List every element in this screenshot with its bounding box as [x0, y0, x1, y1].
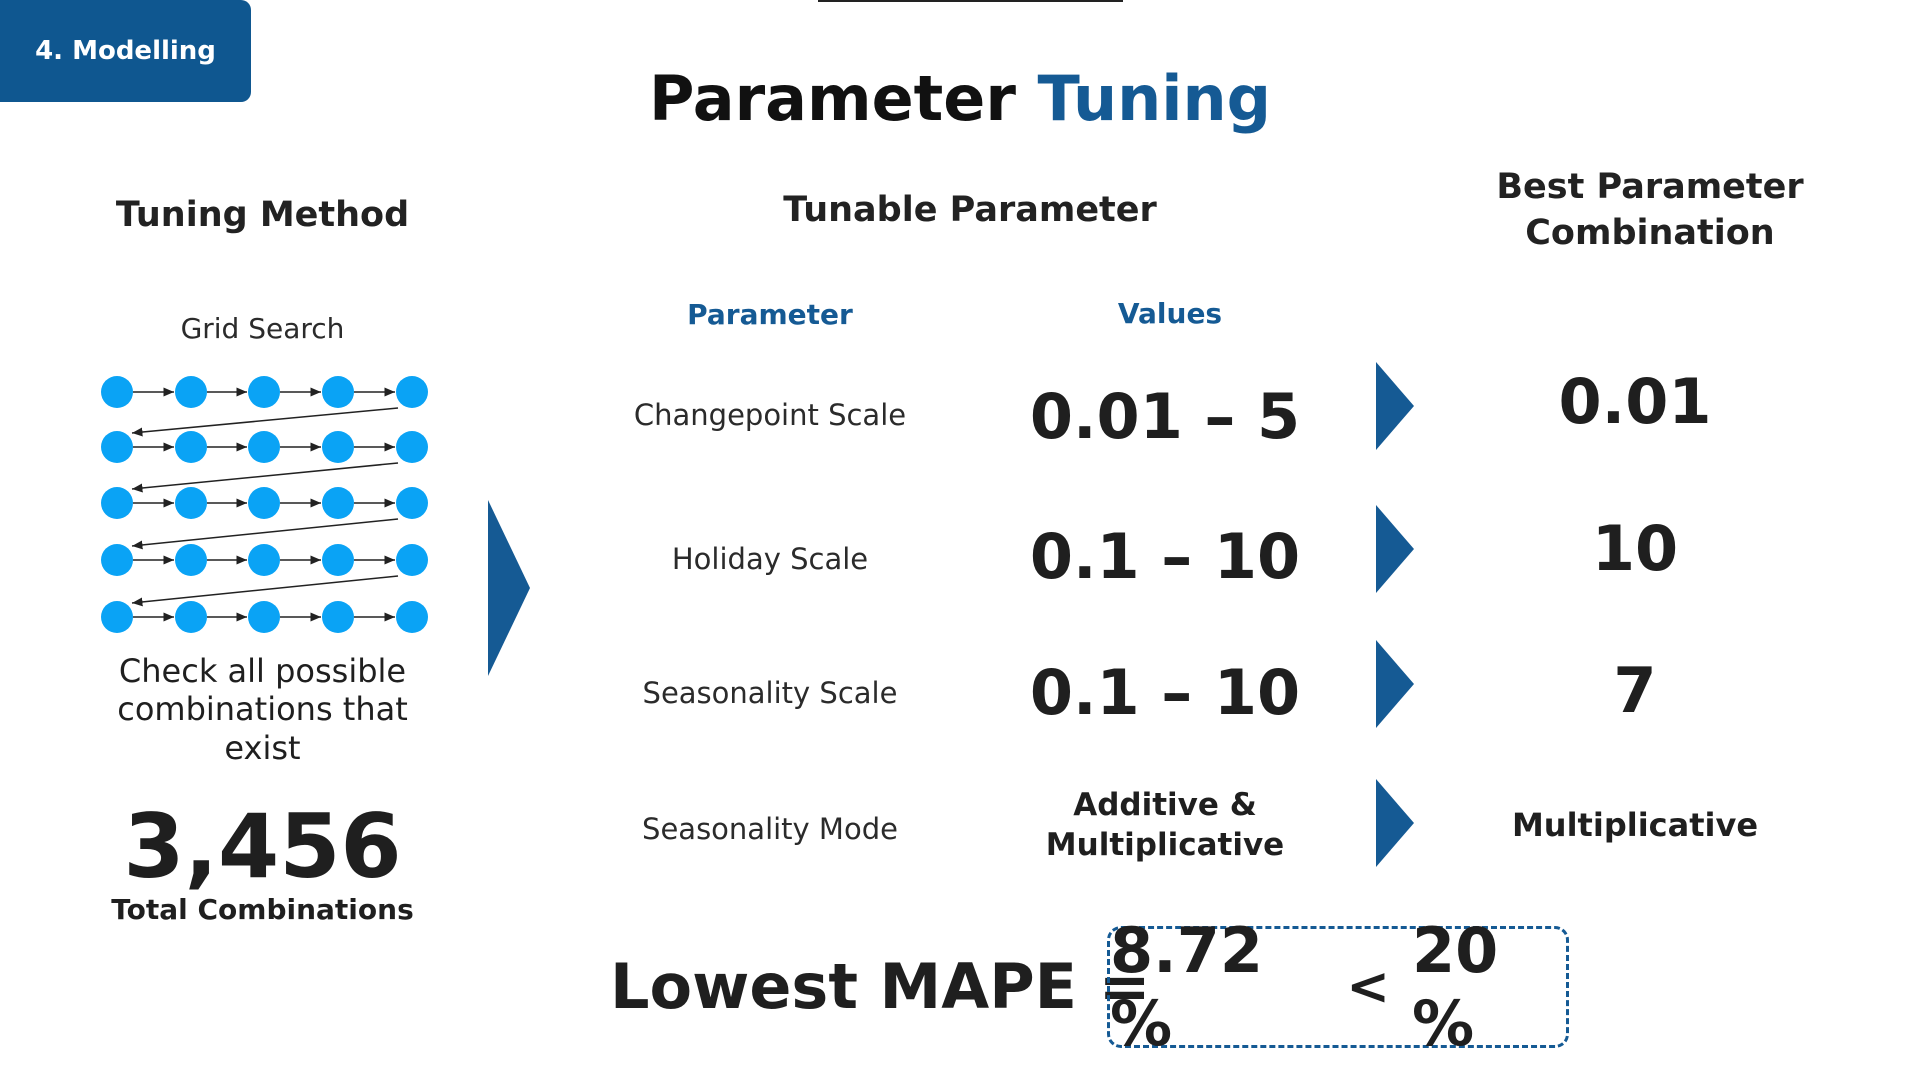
grid-return-arrow: [131, 575, 399, 607]
less-than-symbol: <: [1346, 957, 1390, 1017]
mape-threshold: 20 %: [1412, 914, 1499, 1060]
mape-value: 8.72 %: [1110, 914, 1263, 1060]
grid-dot: [322, 487, 354, 519]
grid-dot: [248, 487, 280, 519]
grid-return-arrow: [131, 407, 399, 437]
page-title-part1: Parameter: [648, 62, 1016, 135]
parameter-values: Additive & Multiplicative: [1045, 787, 1285, 863]
grid-dot: [248, 376, 280, 408]
tunable-parameter-heading: Tunable Parameter: [783, 190, 1157, 230]
grid-dot: [396, 544, 428, 576]
grid-dot: [248, 431, 280, 463]
section-badge: 4. Modelling: [0, 0, 251, 102]
best-value: 7: [1613, 654, 1657, 727]
row-arrow-icon: [1376, 779, 1414, 867]
grid-dot: [175, 544, 207, 576]
parameter-values: 0.1 – 10: [1029, 520, 1301, 593]
total-combinations-value: 3,456: [123, 795, 402, 898]
grid-dot: [248, 601, 280, 633]
grid-dot: [322, 376, 354, 408]
grid-dot: [322, 601, 354, 633]
parameter-name: Seasonality Mode: [642, 812, 898, 846]
mape-result-box: 8.72 % < 20 %: [1107, 914, 1569, 1060]
grid-search-label: Grid Search: [180, 312, 345, 345]
grid-return-arrow: [131, 462, 399, 493]
parameter-column-header: Parameter: [687, 298, 853, 331]
grid-dot: [175, 376, 207, 408]
grid-dot: [175, 431, 207, 463]
parameter-name: Holiday Scale: [671, 542, 869, 576]
grid-dot: [175, 601, 207, 633]
grid-return-arrow: [131, 518, 399, 550]
tuning-method-heading: Tuning Method: [115, 195, 410, 235]
parameter-values: 0.1 – 10: [1029, 656, 1301, 729]
grid-dot: [396, 376, 428, 408]
best-value: Multiplicative: [1511, 806, 1759, 844]
grid-dot: [396, 487, 428, 519]
grid-dot: [101, 376, 133, 408]
total-combinations-label: Total Combinations: [111, 893, 414, 926]
best-value: 0.01: [1558, 365, 1712, 438]
grid-dot: [322, 431, 354, 463]
grid-dot: [101, 431, 133, 463]
lowest-mape-label: Lowest MAPE =: [610, 950, 1151, 1023]
grid-dot: [101, 487, 133, 519]
row-arrow-icon: [1376, 640, 1414, 728]
grid-dot: [248, 544, 280, 576]
grid-dot: [396, 431, 428, 463]
page-title: Parameter Tuning: [0, 62, 1920, 135]
grid-dot: [175, 487, 207, 519]
flow-arrow-icon: [488, 500, 530, 676]
best-value: 10: [1591, 512, 1679, 585]
grid-search-description: Check all possible combinations that exi…: [117, 652, 408, 767]
parameter-name: Changepoint Scale: [633, 398, 907, 432]
row-arrow-icon: [1376, 505, 1414, 593]
values-column-header: Values: [1117, 297, 1223, 330]
parameter-name: Seasonality Scale: [642, 676, 898, 710]
row-arrow-icon: [1376, 362, 1414, 450]
grid-dot: [101, 544, 133, 576]
parameter-values: 0.01 – 5: [1029, 380, 1301, 453]
grid-search-diagram: [101, 376, 428, 633]
grid-dot: [396, 601, 428, 633]
page-title-part2: Tuning: [1037, 62, 1272, 135]
grid-dot: [322, 544, 354, 576]
best-parameter-heading: Best Parameter Combination: [1496, 167, 1804, 253]
grid-dot: [101, 601, 133, 633]
top-divider: [818, 0, 1123, 2]
